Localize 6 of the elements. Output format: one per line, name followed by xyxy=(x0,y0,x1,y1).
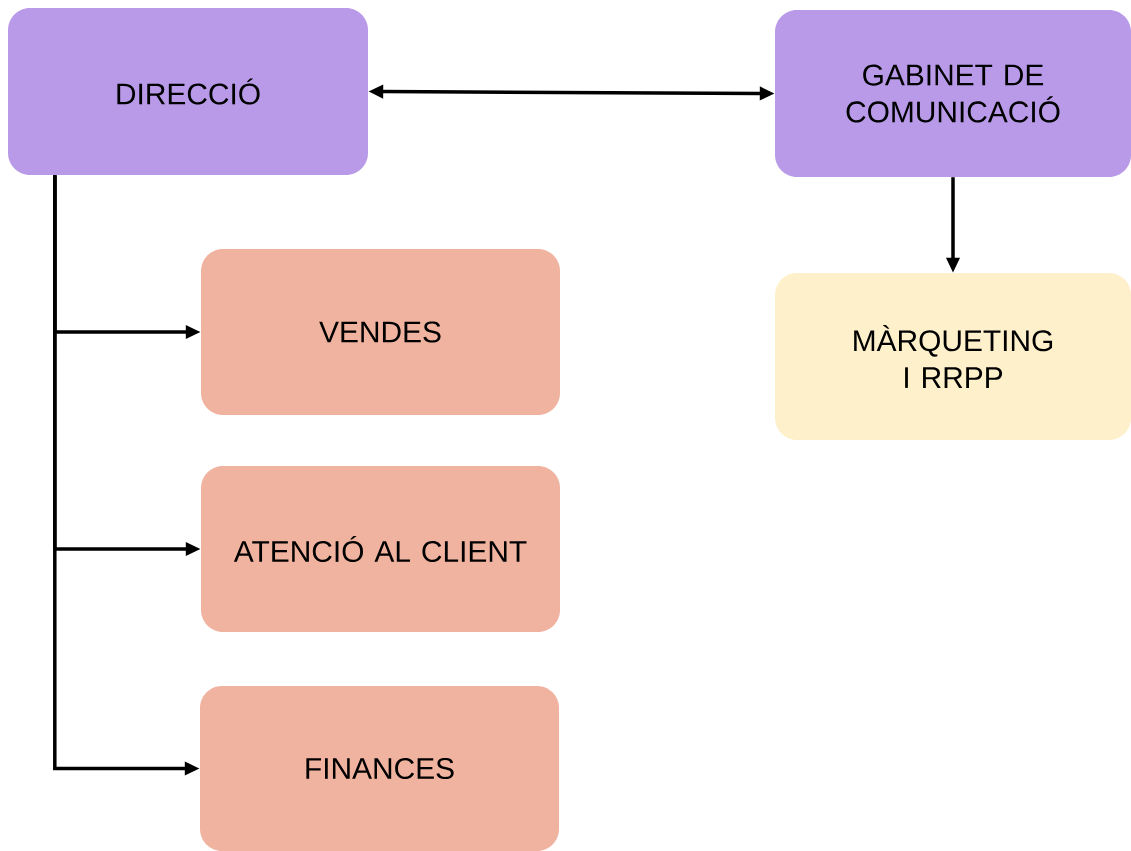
process-box: MÀRQUETING I RRPP xyxy=(775,273,1131,440)
process-box: DIRECCIÓ xyxy=(8,8,368,175)
process-box: FINANCES xyxy=(200,686,559,851)
process-box: ATENCIÓ AL CLIENT xyxy=(201,466,560,632)
process-box: VENDES xyxy=(201,249,560,415)
process-box: GABINET DE COMUNICACIÓ xyxy=(775,10,1131,177)
